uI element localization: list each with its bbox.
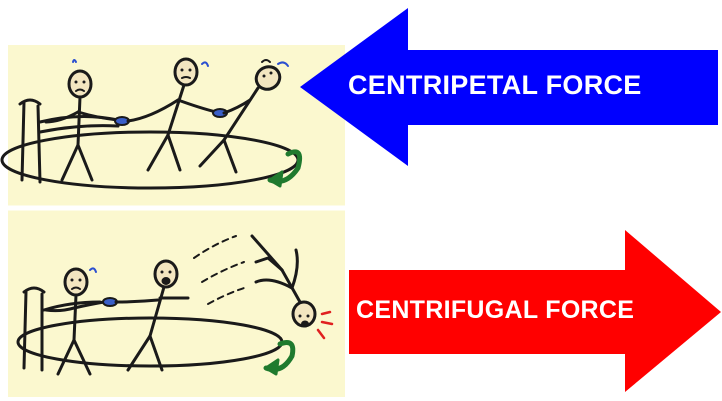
centrifugal-force-label: CENTRIFUGAL FORCE xyxy=(356,296,634,325)
centripetal-force-label: CENTRIPETAL FORCE xyxy=(348,70,642,101)
cartoon-panel-background xyxy=(8,45,345,397)
